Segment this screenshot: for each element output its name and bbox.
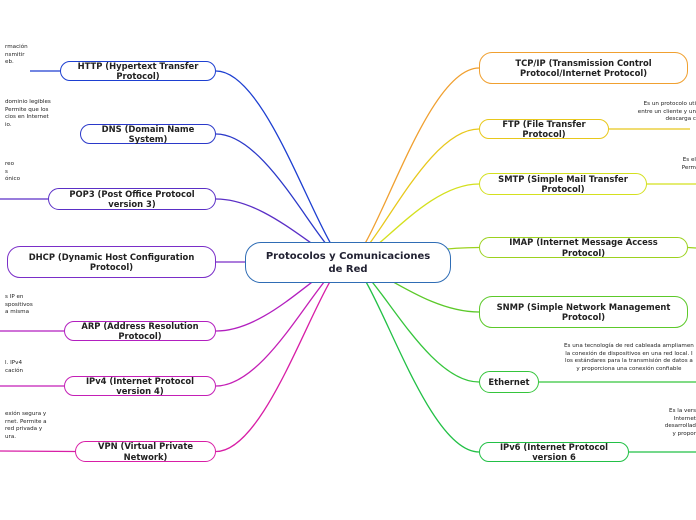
connector-ipv6: [347, 261, 480, 453]
central-topic[interactable]: Protocolos y Comunicaciones de Red: [245, 242, 451, 283]
note-vpn: exión segura y rnet. Permite a red priva…: [5, 411, 47, 441]
note-ftp: Es un protocolo uti entre un cliente y u…: [637, 101, 696, 123]
note-ipv6: Es la vers Internet desarrollad y propor: [664, 408, 696, 438]
topic-http[interactable]: HTTP (Hypertext Transfer Protocol): [60, 61, 216, 81]
topic-arp[interactable]: ARP (Address Resolution Protocol): [64, 321, 216, 341]
topic-imap[interactable]: IMAP (Internet Message Access Protocol): [479, 237, 688, 258]
sub-connector-imap: [687, 246, 696, 249]
topic-ethernet[interactable]: Ethernet: [479, 371, 539, 393]
topic-smtp[interactable]: SMTP (Simple Mail Transfer Protocol): [479, 173, 647, 195]
connector-vpn: [215, 261, 349, 453]
topic-ftp[interactable]: FTP (File Transfer Protocol): [479, 119, 609, 139]
topic-vpn[interactable]: VPN (Virtual Private Network): [75, 441, 216, 462]
note-dns: dominio legibles Permite que los cios en…: [5, 99, 51, 129]
topic-snmp[interactable]: SNMP (Simple Network Management Protocol…: [479, 296, 688, 328]
note-http: rmación nsmitir eb.: [5, 44, 28, 66]
topic-dhcp[interactable]: DHCP (Dynamic Host Configuration Protoco…: [7, 246, 216, 278]
note-arp: s IP en spositivos a misma: [5, 294, 33, 316]
connector-tcpip: [347, 67, 480, 263]
sub-connector-vpn: [0, 450, 76, 453]
topic-tcpip[interactable]: TCP/IP (Transmission Control Protocol/In…: [479, 52, 688, 84]
note-ethernet: Es una tecnología de red cableada amplia…: [564, 343, 694, 373]
topic-dns[interactable]: DNS (Domain Name System): [80, 124, 216, 144]
note-ipv4: l. IPv4 cación: [5, 360, 24, 374]
connector-http: [215, 70, 349, 263]
topic-pop3[interactable]: POP3 (Post Office Protocol version 3): [48, 188, 216, 210]
topic-ipv6[interactable]: IPv6 (Internet Protocol version 6: [479, 442, 629, 462]
note-pop3: reo s ónico: [5, 161, 21, 183]
topic-ipv4[interactable]: IPv4 (Internet Protocol version 4): [64, 376, 216, 396]
note-smtp: Es el Perm: [681, 157, 696, 171]
